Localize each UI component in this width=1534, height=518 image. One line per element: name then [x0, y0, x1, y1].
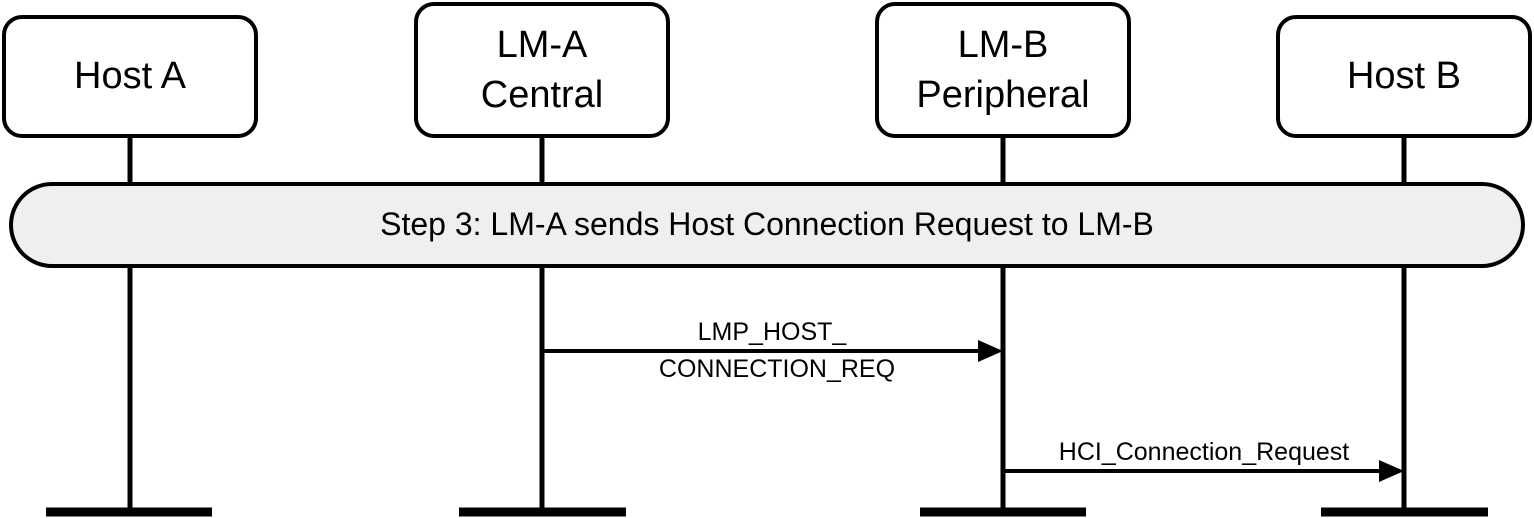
- participant-lm-b-label-line2: Peripheral: [916, 74, 1089, 116]
- participant-host-b-label: Host B: [1347, 55, 1461, 97]
- participant-lm-b-label-line1: LM-B: [958, 24, 1049, 66]
- participant-lm-a: LM-A Central: [414, 2, 670, 138]
- participant-host-b: Host B: [1276, 15, 1532, 138]
- participant-lm-b: LM-B Peripheral: [875, 2, 1131, 138]
- step-banner-label: Step 3: LM-A sends Host Connection Reque…: [380, 206, 1154, 242]
- message-label-line1: LMP_HOST_: [698, 318, 848, 346]
- message-label-line2: CONNECTION_REQ: [659, 355, 895, 383]
- participant-host-a-label: Host A: [74, 55, 187, 97]
- arrowhead-icon: [1379, 460, 1404, 482]
- message-label: HCI_Connection_Request: [1059, 438, 1350, 466]
- message-hci-connection-request: HCI_Connection_Request: [1003, 438, 1404, 482]
- step-banner: Step 3: LM-A sends Host Connection Reque…: [9, 182, 1525, 268]
- participant-host-a: Host A: [2, 15, 258, 138]
- arrowhead-icon: [978, 340, 1003, 362]
- message-lmp-host-connection-req: LMP_HOST_ CONNECTION_REQ: [542, 318, 1003, 383]
- participant-lm-a-label-line2: Central: [481, 74, 604, 116]
- participant-lm-a-label-line1: LM-A: [497, 24, 588, 66]
